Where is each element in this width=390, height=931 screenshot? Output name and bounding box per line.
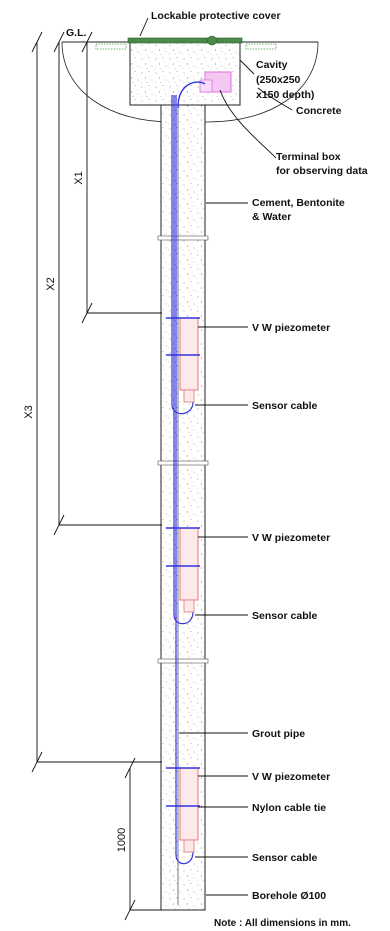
sensor-cable-label-2: Sensor cable xyxy=(252,610,318,622)
hatch-ground-markers xyxy=(95,43,277,50)
sensor-cable-label-1: Sensor cable xyxy=(252,400,318,412)
vw-piezometer-2 xyxy=(166,527,200,613)
piezometer-label-1: V W piezometer xyxy=(252,322,330,334)
dimension-x3: X3 xyxy=(23,405,35,418)
vw-piezometer-1 xyxy=(166,317,200,403)
vw-piezometer-3 xyxy=(166,767,200,853)
fill-material-label: Cement, Bentonite xyxy=(252,197,345,209)
dimension-bottom: 1000 xyxy=(116,828,128,852)
dimension-x1: X1 xyxy=(73,171,85,184)
terminal-box-sub-label: for observing data xyxy=(276,165,368,177)
cavity-label: Cavity xyxy=(256,59,288,71)
fill-material-sub-label: & Water xyxy=(252,211,291,223)
dimension-lines xyxy=(31,31,162,921)
piezometer-label-2: V W piezometer xyxy=(252,532,330,544)
borehole-label: Borehole Ø100 xyxy=(252,890,326,902)
dimension-x2: X2 xyxy=(45,277,57,290)
cavity-size-label: (250x250 xyxy=(256,74,301,86)
cable-tie-label: Nylon cable tie xyxy=(252,802,326,814)
grout-pipe-label: Grout pipe xyxy=(252,728,305,740)
terminal-box-label: Terminal box xyxy=(276,151,341,163)
concrete-label: Concrete xyxy=(296,105,342,117)
ground-level-label: G.L. xyxy=(66,27,86,39)
cavity-depth-label: x150 depth) xyxy=(256,89,314,101)
note-label: Note : All dimensions in mm. xyxy=(214,918,351,929)
piezometer-label-3: V W piezometer xyxy=(252,771,330,783)
protective-cover xyxy=(127,35,243,46)
sensor-cable-label-3: Sensor cable xyxy=(252,852,318,864)
cover-label: Lockable protective cover xyxy=(151,10,281,22)
leader-lines xyxy=(139,17,293,896)
terminal-box xyxy=(199,71,232,93)
